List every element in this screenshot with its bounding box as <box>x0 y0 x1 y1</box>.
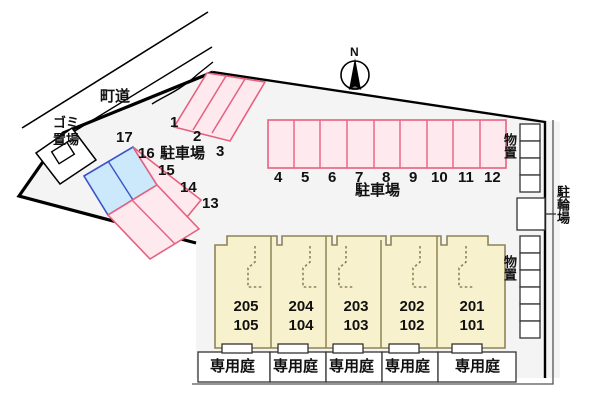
parking-diagonal-block-13-17 <box>82 145 203 261</box>
unit-lower-101: 101 <box>459 317 485 334</box>
parking-number-2: 2 <box>193 128 202 145</box>
parking-number-9: 9 <box>409 169 418 186</box>
parking-number-10: 10 <box>431 169 448 186</box>
parking-number-8: 8 <box>382 169 391 186</box>
storage-lower-boxes <box>519 235 541 339</box>
parking-number-12: 12 <box>484 169 501 186</box>
parking-number-5: 5 <box>301 169 310 186</box>
private-garden-row <box>197 343 517 383</box>
parking-number-11: 11 <box>458 169 474 186</box>
garbage-area-label-1: ゴミ <box>53 115 80 130</box>
private-garden-label-204: 専用庭 <box>273 358 319 375</box>
parking-number-4: 4 <box>274 169 283 186</box>
parking-number-17: 17 <box>116 129 133 146</box>
garbage-area-box <box>50 141 76 165</box>
parking-number-15: 15 <box>158 162 175 179</box>
parking-number-1: 1 <box>170 114 179 131</box>
parking-number-14: 14 <box>180 179 197 196</box>
unit-lower-102: 102 <box>399 317 425 334</box>
private-garden-label-202: 専用庭 <box>385 358 431 375</box>
unit-upper-201: 201 <box>459 298 485 315</box>
storage-lower-label: 物置 <box>502 255 517 281</box>
parking-number-16: 16 <box>138 145 155 162</box>
private-garden-label-203: 専用庭 <box>329 358 375 375</box>
town-road-kink <box>151 61 214 105</box>
bicycle-parking-label: 駐輪場 <box>555 185 570 224</box>
storage-upper-boxes <box>519 123 541 193</box>
unit-lower-105: 105 <box>233 317 259 334</box>
town-road-far-edge <box>21 11 209 129</box>
unit-upper-205: 205 <box>233 298 259 315</box>
parking-row-block-4-12 <box>267 119 507 169</box>
private-garden-label-201: 専用庭 <box>455 358 501 375</box>
compass-north-label: N <box>350 45 359 59</box>
apartment-building <box>214 235 506 349</box>
unit-lower-104: 104 <box>288 317 314 334</box>
site-boundary-outer-east <box>192 120 554 385</box>
unit-upper-203: 203 <box>343 298 369 315</box>
unit-upper-204: 204 <box>288 298 314 315</box>
bicycle-parking-box <box>516 197 556 231</box>
site-boundary-east <box>212 70 547 378</box>
parking-number-13: 13 <box>202 195 219 212</box>
parking-lot-label-left: 駐車場 <box>160 145 206 162</box>
parking-lot-label-top: 駐車場 <box>355 182 401 199</box>
storage-upper-label: 物置 <box>502 133 517 159</box>
parking-number-6: 6 <box>328 169 337 186</box>
unit-upper-202: 202 <box>399 298 425 315</box>
private-garden-label-205: 専用庭 <box>210 358 256 375</box>
compass-rose <box>340 58 370 90</box>
parking-number-3: 3 <box>216 143 225 160</box>
parking-number-7: 7 <box>355 169 364 186</box>
parking-diagonal-block-1-3 <box>172 72 267 142</box>
site-boundary-nw <box>16 70 214 245</box>
town-road-near-edge <box>51 46 213 146</box>
town-road-label: 町道 <box>100 88 131 105</box>
garbage-area-label-2: 置場 <box>53 132 80 147</box>
unit-lower-103: 103 <box>343 317 369 334</box>
